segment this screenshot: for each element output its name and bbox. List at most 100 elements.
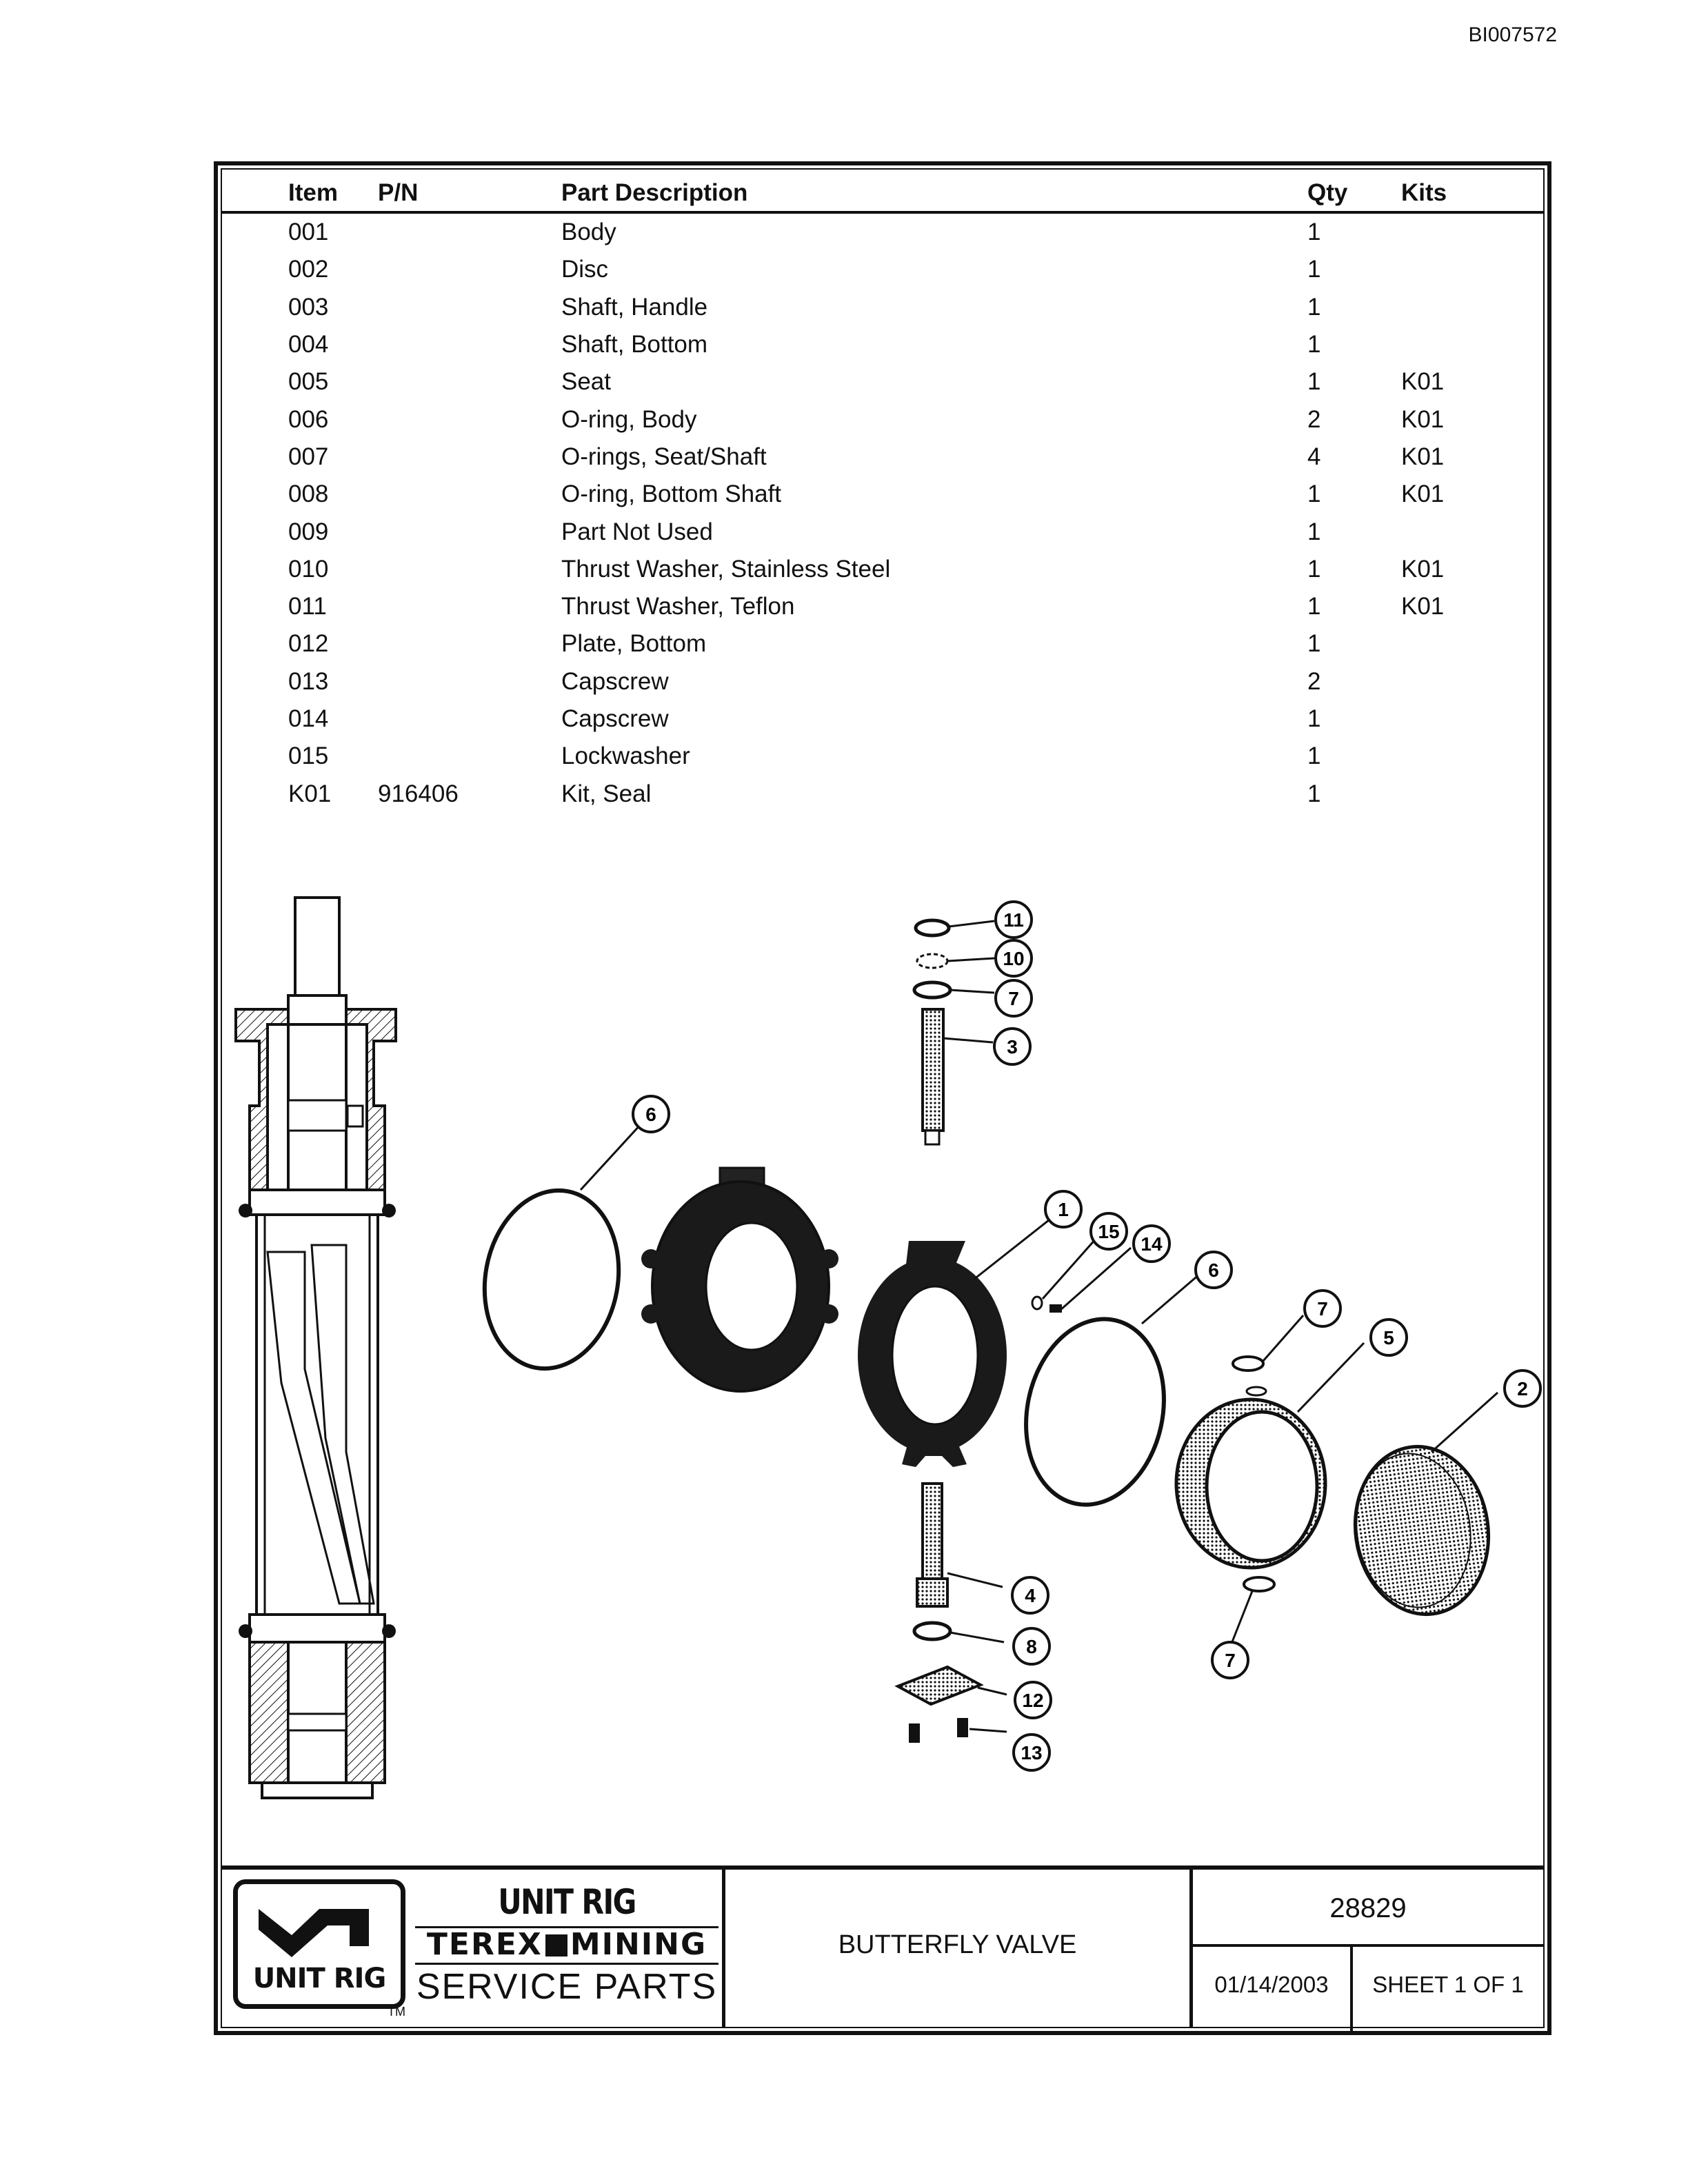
cell-description: Plate, Bottom <box>561 630 707 658</box>
brand-mining: MINING <box>570 1927 707 1962</box>
table-row: 009 Part Not Used 1 <box>222 513 1543 550</box>
disc-part <box>1353 1444 1491 1617</box>
callout-label: 5 <box>1383 1327 1394 1348</box>
cell-item: 003 <box>288 293 329 321</box>
callout-label: 8 <box>1026 1636 1037 1657</box>
callout-label: 7 <box>1008 988 1019 1009</box>
cell-qty: 1 <box>1307 518 1321 545</box>
o-ring-seat-bottom-part <box>1243 1576 1276 1593</box>
cell-kits: K01 <box>1401 368 1445 396</box>
drawing-date: 01/14/2003 <box>1193 1947 1353 2031</box>
plate-bottom-part <box>894 1665 984 1706</box>
header-kits: Kits <box>1401 176 1543 214</box>
cell-pn <box>378 663 561 700</box>
callout-label: 6 <box>645 1104 656 1125</box>
callout-circle <box>632 1095 670 1133</box>
terex-mark-icon <box>545 1934 567 1957</box>
cell-item: 002 <box>288 256 329 283</box>
drawing-number: 28829 <box>1193 1870 1543 1947</box>
cell-kits: K01 <box>1401 593 1445 620</box>
cell-item: 014 <box>288 705 329 732</box>
cell-item: 006 <box>288 405 329 433</box>
valve-body-part <box>641 1166 838 1393</box>
cell-kits <box>1401 513 1543 550</box>
callout-label: 1 <box>1058 1199 1069 1220</box>
callout-label: 11 <box>1003 909 1024 931</box>
callout-circle <box>1012 1627 1051 1666</box>
callout-circle <box>1303 1289 1342 1328</box>
sheet-number: SHEET 1 OF 1 <box>1372 1972 1524 1997</box>
cell-description: O-rings, Seat/Shaft <box>561 443 767 470</box>
cell-pn <box>378 363 561 401</box>
callout-label: 4 <box>1025 1585 1036 1606</box>
header-pn: P/N <box>378 176 561 214</box>
callout-circle <box>1369 1318 1408 1357</box>
cell-pn <box>378 476 561 513</box>
callout-label: 3 <box>1007 1036 1018 1058</box>
drawing-title: BUTTERFLY VALVE <box>838 1930 1077 1959</box>
cell-qty: 1 <box>1307 219 1321 246</box>
callout-circle <box>1012 1733 1051 1772</box>
brand-service-parts: SERVICE PARTS <box>416 1967 718 2007</box>
callout-label: 7 <box>1317 1298 1328 1320</box>
cell-pn <box>378 738 561 775</box>
cell-qty: 1 <box>1307 481 1321 508</box>
cell-description: Shaft, Bottom <box>561 331 708 358</box>
o-ring-seat-top-part <box>1232 1355 1265 1372</box>
cell-kits: K01 <box>1401 443 1445 470</box>
body-liner-part <box>858 1241 1007 1467</box>
cell-pn <box>378 588 561 625</box>
cell-description: Part Not Used <box>561 518 713 545</box>
cell-item: 012 <box>288 630 329 658</box>
callout-label: 13 <box>1021 1742 1042 1763</box>
drawing-info: 28829 01/14/2003 SHEET 1 OF 1 <box>1193 1870 1543 2031</box>
thrust-washer-steel-part <box>916 953 949 969</box>
capscrew-small-part <box>1049 1304 1062 1313</box>
shaft-handle-part <box>921 1008 945 1146</box>
cell-item: 008 <box>288 481 329 508</box>
callout-circle <box>994 900 1033 939</box>
callout-label: 15 <box>1098 1221 1119 1242</box>
lockwasher-part <box>1031 1295 1043 1311</box>
cell-item: K01 <box>288 780 332 807</box>
cell-description: Disc <box>561 256 609 283</box>
cell-pn <box>378 438 561 476</box>
cell-pn <box>378 289 561 326</box>
cell-description: Shaft, Handle <box>561 293 708 321</box>
callout-circle <box>994 979 1033 1018</box>
cell-item: 011 <box>288 593 327 620</box>
cell-qty: 1 <box>1307 368 1321 396</box>
leader-lines <box>579 920 1499 1733</box>
cell-item: 009 <box>288 518 329 545</box>
callout-circle <box>993 1027 1032 1066</box>
cell-pn <box>378 251 561 288</box>
drawing-title-cell: BUTTERFLY VALVE <box>725 1870 1193 2027</box>
cell-kits: K01 <box>1401 481 1445 508</box>
cell-description: Seat <box>561 368 611 396</box>
cell-description: Thrust Washer, Teflon <box>561 593 795 620</box>
callout-label: 6 <box>1208 1260 1219 1281</box>
callout-circle <box>1011 1576 1049 1615</box>
capscrew-pair-part <box>909 1718 968 1743</box>
cell-kits <box>1401 625 1543 663</box>
cell-pn <box>378 212 561 251</box>
cell-description: O-ring, Body <box>561 405 697 433</box>
logo-wordmark: UNIT RIG <box>252 1963 387 1994</box>
parts-table-header: Item P/N Part Description Qty Kits <box>222 176 1543 214</box>
callout-circle <box>1014 1681 1052 1719</box>
cell-pn <box>378 551 561 588</box>
cell-kits: K01 <box>1401 555 1445 583</box>
